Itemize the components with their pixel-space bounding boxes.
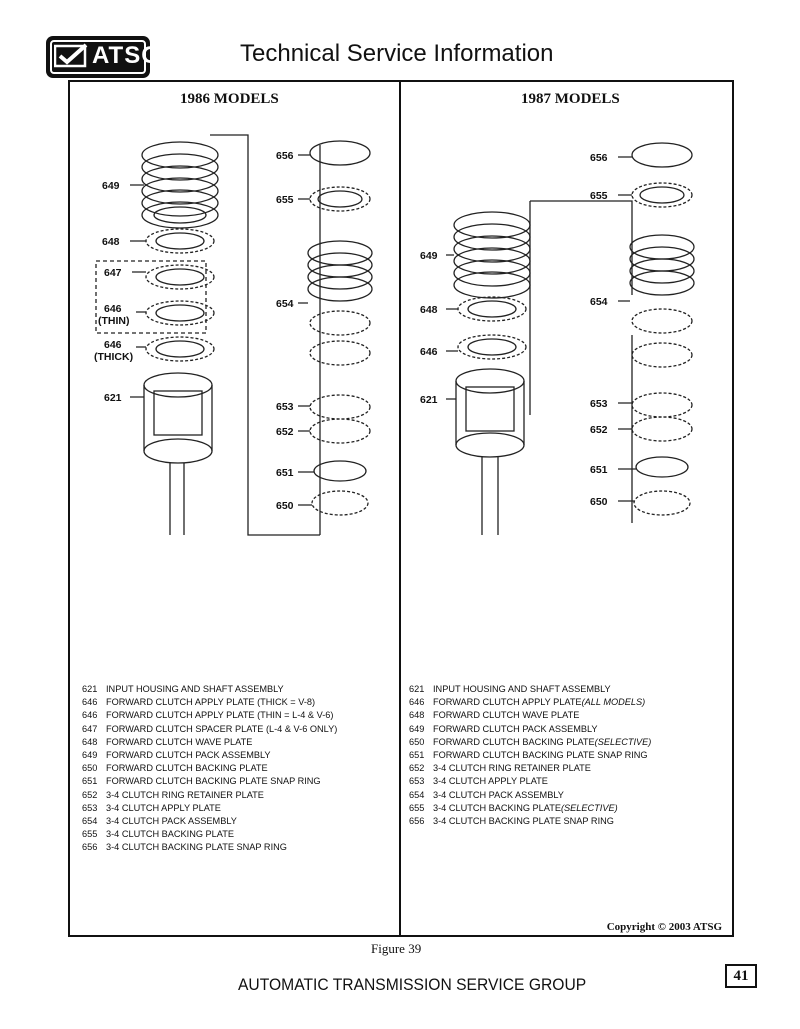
callout-653: 653 (276, 401, 294, 413)
callout-656: 656 (590, 152, 608, 164)
footer-org: AUTOMATIC TRANSMISSION SERVICE GROUP (238, 975, 587, 994)
callout-654: 654 (276, 298, 294, 310)
callout-654: 654 (590, 296, 608, 308)
page-title: Technical Service Information (240, 40, 554, 67)
callout-656: 656 (276, 150, 294, 162)
right-heading: 1987 MODELS (521, 91, 620, 107)
logo-text: ATSG (92, 42, 161, 69)
column-divider (399, 80, 401, 937)
callout-647: 647 (104, 267, 122, 279)
callout-621: 621 (420, 394, 438, 406)
callout-652: 652 (590, 424, 608, 436)
callout-646: 646 (420, 346, 438, 358)
exploded-view-1986: 656 655 649 648 647 646 (THIN) 646 (THIC… (94, 134, 373, 536)
figure-caption: Figure 39 (371, 941, 422, 956)
callout-651: 651 (276, 467, 294, 479)
callout-652: 652 (276, 426, 294, 438)
callout-648: 648 (420, 304, 438, 316)
callout-650: 650 (276, 500, 294, 512)
figure-frame (68, 80, 734, 937)
checkmark-icon (54, 43, 88, 68)
callout-648: 648 (102, 236, 120, 248)
atsg-logo: ATSG (46, 36, 160, 78)
callout-646-thick: 646 (104, 339, 122, 351)
left-heading: 1986 MODELS (180, 91, 279, 107)
exploded-view-1987: 656 655 649 648 646 621 654 653 652 651 … (420, 142, 695, 535)
callout-655: 655 (276, 194, 294, 206)
callout-650: 650 (590, 496, 608, 508)
callout-651: 651 (590, 464, 608, 476)
copyright-notice: Copyright © 2003 ATSG (606, 921, 722, 933)
callout-655: 655 (590, 190, 608, 202)
callout-thick-label: (THICK) (94, 351, 133, 363)
callout-thin-label: (THIN) (98, 315, 130, 327)
callout-649: 649 (102, 180, 120, 192)
callout-649: 649 (420, 250, 438, 262)
callout-653: 653 (590, 398, 608, 410)
callout-646-thin: 646 (104, 303, 122, 315)
page-number: 41 (725, 964, 757, 988)
callout-621: 621 (104, 392, 122, 404)
